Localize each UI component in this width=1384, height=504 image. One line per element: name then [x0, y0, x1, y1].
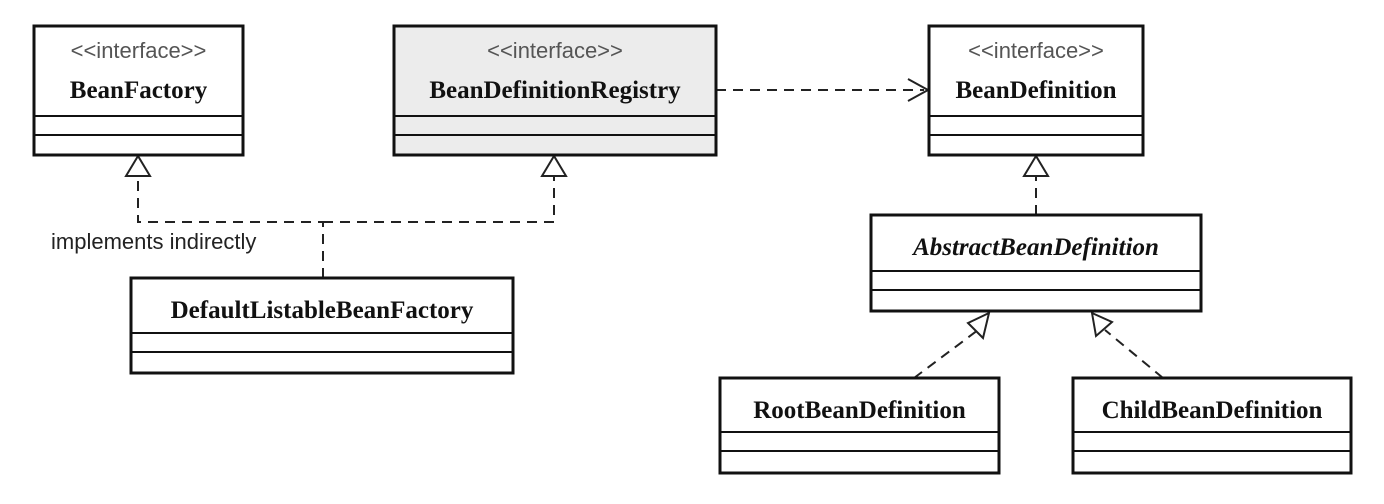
- arrowheads: [124, 78, 1114, 340]
- hollow-triangle-bean-definition: [1022, 154, 1050, 177]
- class-bean-definition[interactable]: <<interface>> BeanDefinition: [927, 24, 1145, 157]
- class-default-listable-bean-factory[interactable]: DefaultListableBeanFactory: [129, 276, 515, 375]
- registry-stereotype: <<interface>>: [487, 38, 623, 63]
- class-child-bean-definition[interactable]: ChildBeanDefinition: [1071, 376, 1353, 475]
- realization-line-to-registry: [323, 175, 555, 223]
- abstract-bean-definition-name: AbstractBeanDefinition: [911, 234, 1159, 261]
- bean-factory-name: BeanFactory: [70, 77, 208, 104]
- bean-definition-name: BeanDefinition: [955, 77, 1116, 104]
- hollow-triangle-abstract-from-child: [1090, 311, 1114, 338]
- hollow-triangle-abstract-from-root: [966, 311, 991, 340]
- realization-line-root-to-abstract: [913, 329, 979, 379]
- bean-factory-stereotype: <<interface>>: [71, 38, 207, 63]
- class-root-bean-definition[interactable]: RootBeanDefinition: [718, 376, 1001, 475]
- child-bean-definition-name: ChildBeanDefinition: [1102, 397, 1323, 424]
- relationships: [137, 89, 1164, 379]
- realization-line-child-to-abstract: [1104, 329, 1164, 379]
- bean-definition-stereotype: <<interface>>: [968, 38, 1104, 63]
- class-bean-factory[interactable]: <<interface>> BeanFactory: [32, 24, 245, 157]
- registry-name: BeanDefinitionRegistry: [429, 77, 681, 104]
- root-bean-definition-name: RootBeanDefinition: [753, 397, 966, 424]
- default-listable-bean-factory-name: DefaultListableBeanFactory: [171, 297, 474, 324]
- class-bean-definition-registry[interactable]: <<interface>> BeanDefinitionRegistry: [392, 24, 718, 157]
- realization-line-to-bean-factory: [137, 175, 324, 278]
- hollow-triangle-registry: [540, 154, 568, 177]
- implements-indirectly-label: implements indirectly: [51, 229, 256, 254]
- class-abstract-bean-definition[interactable]: AbstractBeanDefinition: [869, 213, 1203, 313]
- hollow-triangle-bean-factory: [124, 154, 152, 177]
